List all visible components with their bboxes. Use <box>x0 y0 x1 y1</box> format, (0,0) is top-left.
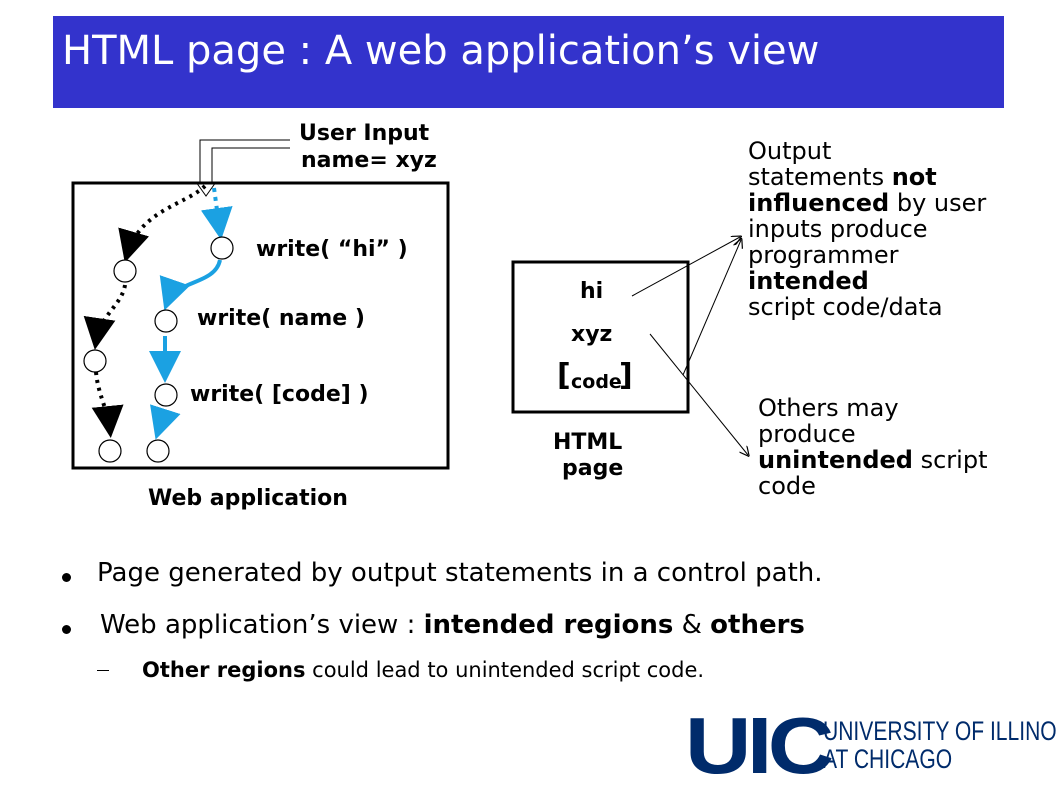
stmt-write-name: write( name ) <box>197 306 365 331</box>
blue-path-1 <box>200 187 233 240</box>
user-input-value: name= xyz <box>301 148 437 173</box>
blue-path-4 <box>150 404 181 440</box>
black-path-1 <box>118 184 207 263</box>
uic-logo-mark: UIC <box>685 701 834 790</box>
blue-path-2 <box>159 259 222 311</box>
page-xyz: xyz <box>571 322 613 347</box>
node <box>154 309 178 333</box>
bullet-dot-icon <box>62 573 71 582</box>
input-arrow <box>199 139 290 183</box>
page-code-close: ] <box>619 358 633 393</box>
pointer-intended-2 <box>682 240 741 376</box>
html-page-label-1: HTML <box>553 430 623 455</box>
node <box>154 383 178 407</box>
slide-title: HTML page : A web application’s view <box>62 28 820 74</box>
stmt-write-code: write( [code] ) <box>190 382 369 407</box>
node <box>83 349 107 373</box>
title-bar <box>53 16 1004 108</box>
node <box>146 439 170 463</box>
bullet-dot-icon <box>62 625 71 634</box>
page-hi: hi <box>580 279 604 304</box>
dash-icon <box>97 670 109 671</box>
pointer-intended <box>631 237 740 297</box>
page-code: code <box>571 371 622 393</box>
output-note: Output statements not influenced by user… <box>748 137 987 321</box>
black-path-3 <box>91 371 124 438</box>
node <box>98 439 122 463</box>
web-application-box <box>71 181 450 470</box>
html-page-label-2: page <box>562 456 624 481</box>
page-code-open: [ <box>557 358 571 393</box>
node <box>113 259 137 283</box>
uic-logo-text: UNIVERSITY OF ILLINOIS AT CHICAGO <box>823 716 1058 774</box>
web-application-label: Web application <box>148 486 348 511</box>
stmt-write-hi: write( “hi” ) <box>256 237 408 262</box>
node <box>210 236 234 260</box>
html-page-box <box>511 260 690 414</box>
black-path-2 <box>83 284 127 350</box>
others-note: Others may produce unintended script cod… <box>758 394 988 500</box>
user-input-label: User Input <box>299 121 430 146</box>
pointer-others <box>649 333 748 455</box>
